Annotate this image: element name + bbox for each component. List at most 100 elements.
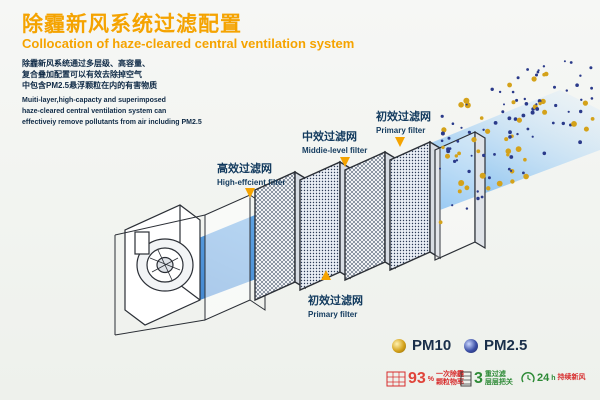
pm25-particle [535,107,540,111]
clock-arrow-icon [521,372,535,383]
pm25-particle [476,190,479,193]
pm25-particle [498,90,502,94]
badge-removal-rate: 93 % 一次除霾 颗粒物率 [386,370,464,388]
pm10-particle [471,137,477,143]
pm25-particle [590,86,593,90]
pm25-particle [460,126,463,129]
label-primary-bottom-en: Primary filter [308,310,358,319]
pm25-particle [535,103,538,106]
pm25-particle [439,167,441,170]
pm10-particle [441,145,445,150]
pm25-particle [447,136,451,140]
pm10-particle [583,126,589,132]
intro-cn-line: 中包含PM2.5悬浮颗粒在内的有害物质 [22,81,158,90]
primary-filter-2 [389,140,441,272]
pm10-particle [438,220,443,225]
pm25-particle [575,83,579,87]
pm25-particle [589,66,593,70]
pm25-particle [493,121,498,125]
badge-24h-big: 24 [537,372,550,384]
intro-en-line: haze-cleared central ventilation system … [22,108,167,115]
pm25-particle [455,159,459,162]
pm25-particle [578,140,582,145]
pm25-particle [470,154,473,157]
pm10-particle [516,117,523,123]
pm10-particle [511,100,516,105]
pm10-particle [515,146,522,153]
fan-unit [124,204,201,326]
pm25-particle [563,60,566,63]
badge-24h-line: 持续新风 [557,374,586,381]
pm25-particle [456,139,460,143]
pm25-particle [509,155,514,159]
pm25-particle [511,90,515,94]
pm25-particle [446,147,451,152]
pm25-particle [480,195,484,199]
legend-pm25: PM2.5 [464,337,527,354]
arrow-primary-top [395,137,405,147]
page-title-en: Collocation of haze-cleared central vent… [22,36,355,51]
label-primary-top-en: Primary filter [376,126,426,135]
pm25-particle [524,102,529,106]
pm25-particle [580,98,583,102]
pm10-particle [486,186,491,191]
pm10-particle [523,173,529,180]
pm10-particle [540,98,546,105]
frame-box [114,194,266,336]
pm25-particle [467,169,471,174]
pm25-particle [590,97,594,100]
pm25-particle [569,61,573,64]
pm10-particle [571,121,577,127]
intro-cn-line: 复合叠加配置可以有效去除掉空气 [22,70,142,79]
pm25-particle [515,98,519,102]
pm25-particle [567,110,570,113]
badge-triple-big: 3 [474,370,483,387]
pm25-particle [531,135,534,138]
pm10-particle [510,179,515,184]
pm10-particle [479,116,484,120]
label-high-cn: 高效过滤网 [217,163,272,175]
pm25-particle [579,74,582,77]
pm25-particle [516,76,520,80]
pm25-particle [516,132,519,136]
badge-triple-filter: 3 重过滤 层层把关 [460,370,513,388]
pm25-particle [530,110,535,115]
intro-en-line: Muiti-layer,high-capacty and superimpose… [22,97,166,104]
pm25-particle [542,65,546,68]
pm25-particle [535,73,538,77]
badge-removal-unit: % [427,375,435,383]
pm10-particle [476,149,481,154]
label-high-en: High-effcient filter [217,178,286,187]
pm10-particle [496,180,503,187]
pm25-particle [490,87,494,92]
pm10-particle [463,97,470,104]
pm10-dot-icon [392,338,406,353]
pm25-dot-icon [464,338,478,353]
pm25-particle [507,167,511,171]
pm25-particle [542,151,547,156]
pm10-particle [507,82,512,88]
pm25-particle [526,68,529,71]
pm25-particle [508,135,512,139]
pm25-particle [551,121,555,125]
pm10-particle [445,153,450,159]
pm25-particle [482,153,486,158]
pm25-particle [451,122,455,125]
pm10-particle [464,185,470,191]
pm10-particle [458,180,465,186]
page-title-cn: 除霾新风系统过滤配置 [22,13,242,36]
pm10-particle [504,137,509,142]
pm10-particle [506,153,510,157]
high-efficient-filter [254,170,306,302]
pm25-particle [508,130,512,135]
label-primary-top-cn: 初效过滤网 [376,111,431,123]
pm25-particle [493,153,496,156]
particles [438,60,595,225]
pm25-particle [465,103,468,106]
arrow-middle [340,157,350,167]
legend-pm25-label: PM2.5 [484,337,528,354]
pm25-particle [476,196,480,201]
label-primary-bottom: 初效过滤网 Primary filter [308,292,363,319]
pm25-particle [467,130,471,134]
pm10-particle [505,148,512,154]
